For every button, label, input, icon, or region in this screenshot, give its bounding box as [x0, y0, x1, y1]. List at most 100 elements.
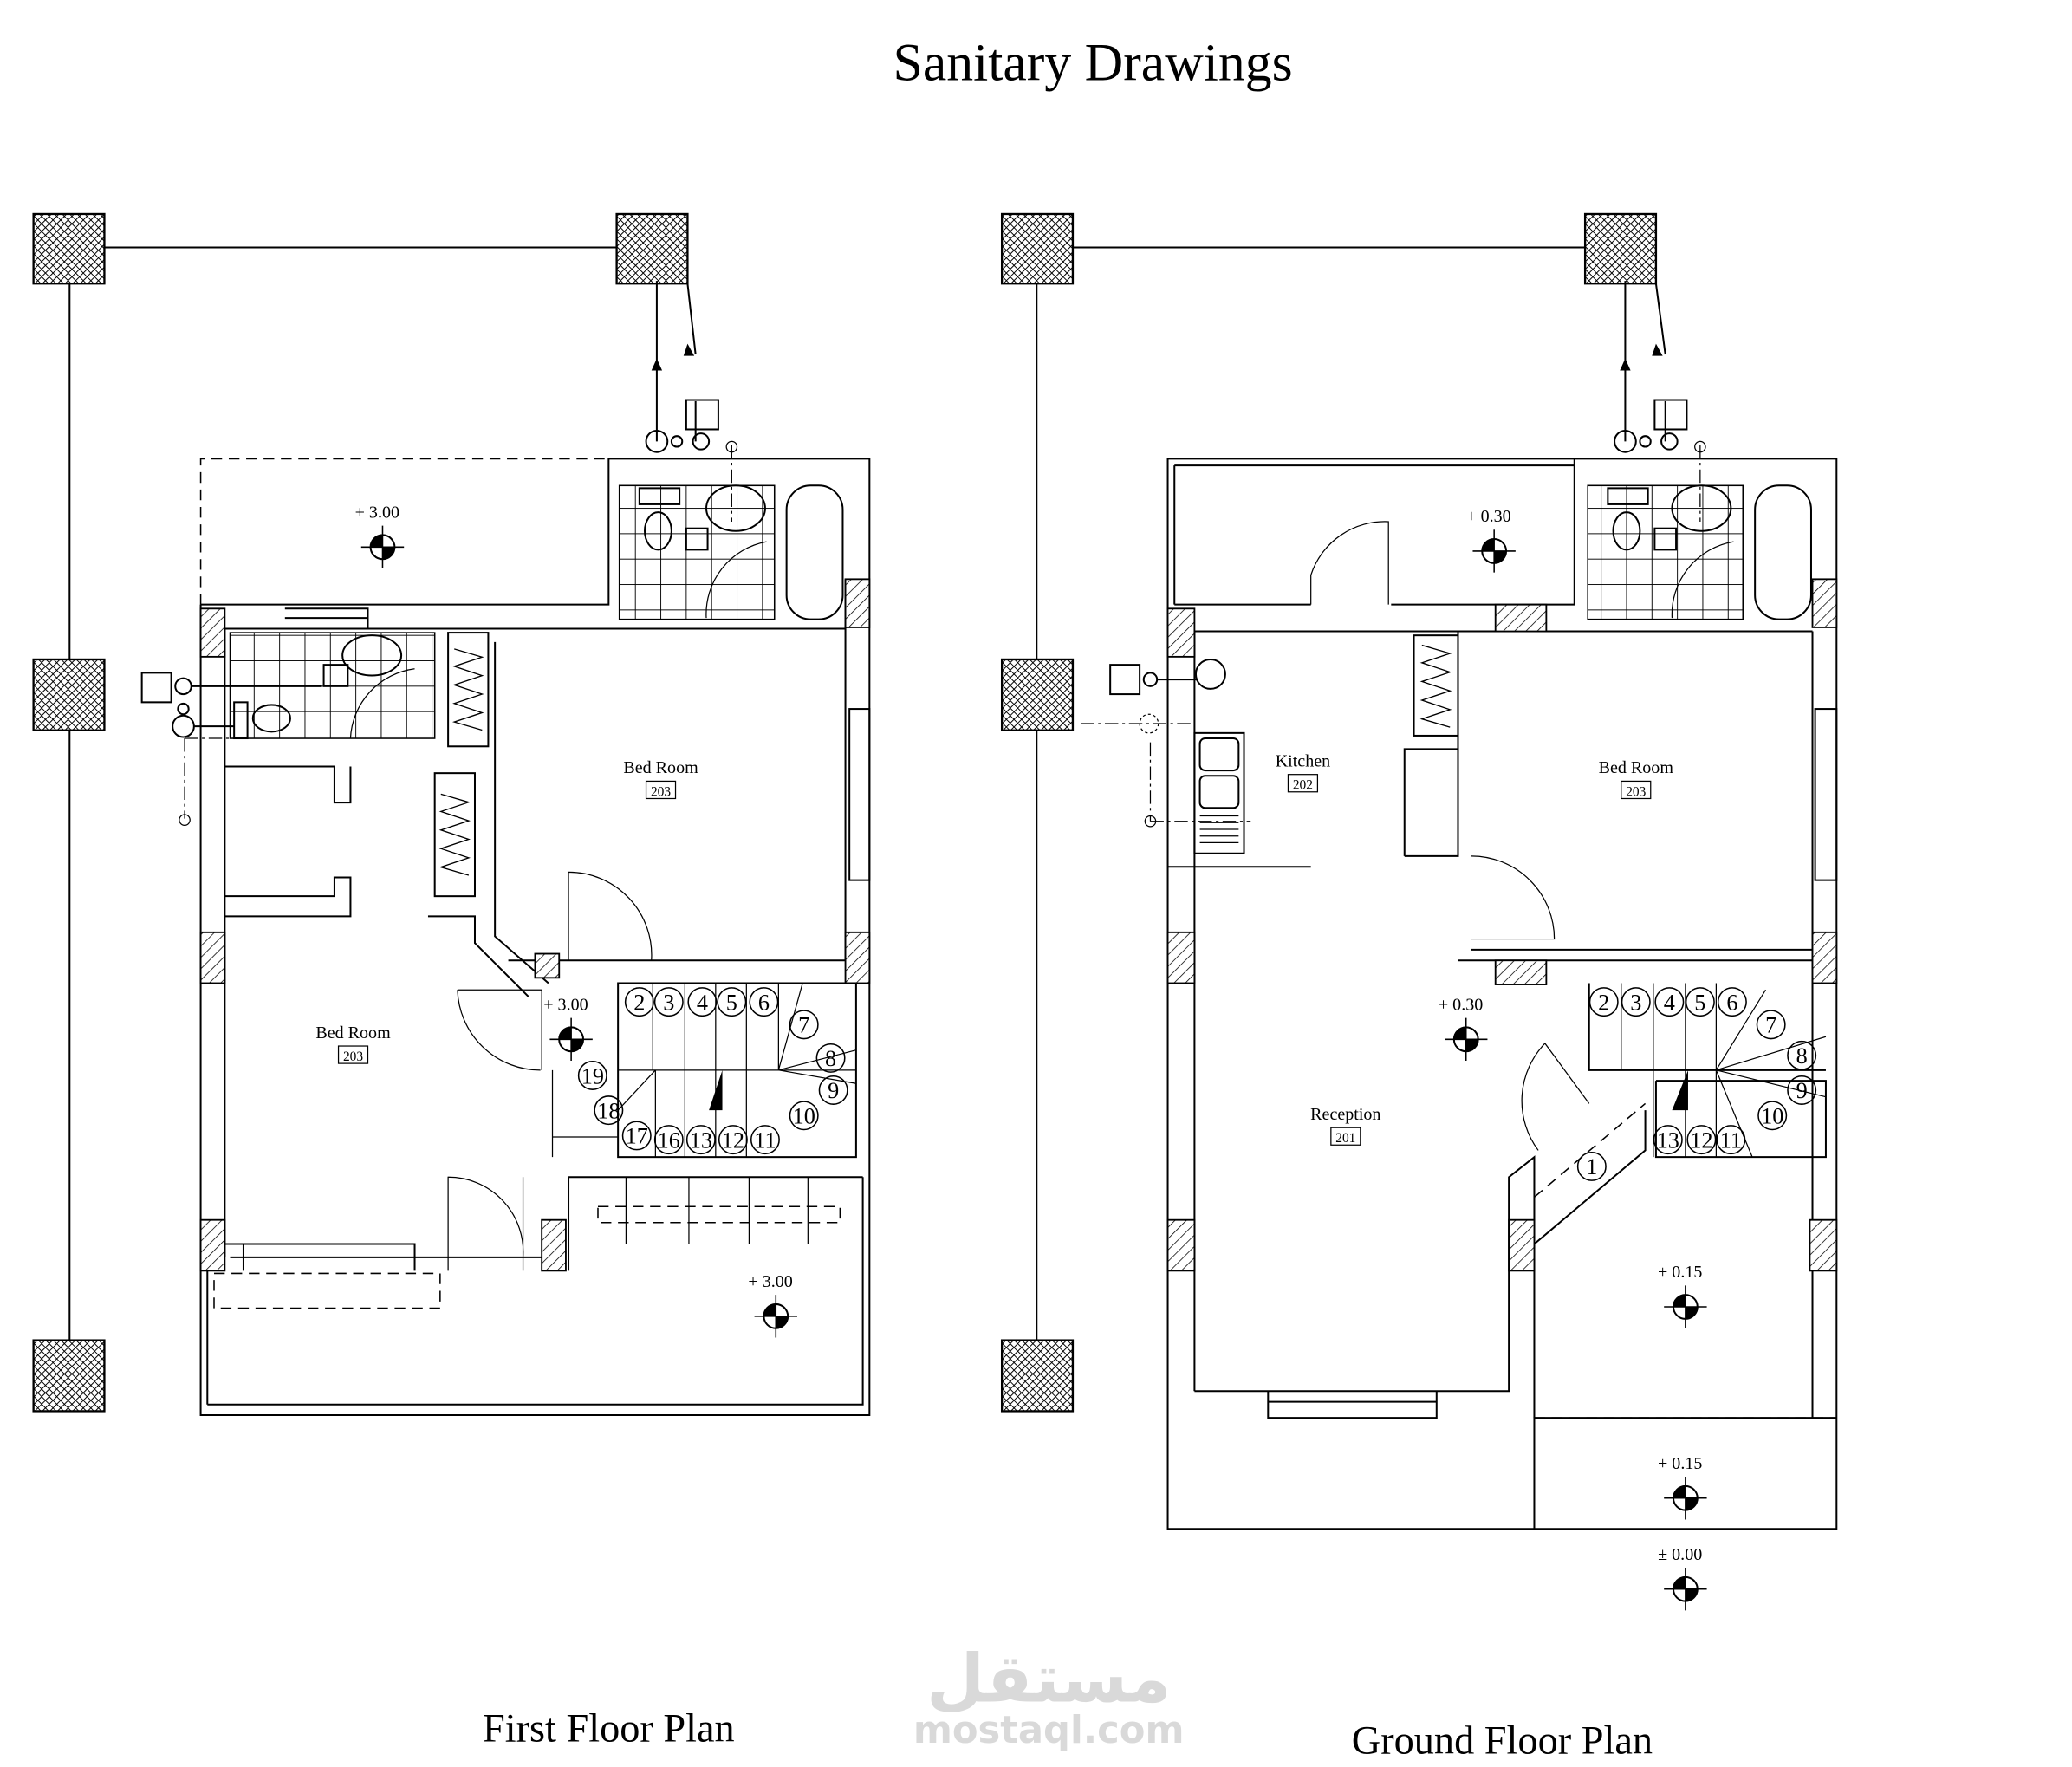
stair-step-number: 8: [1796, 1043, 1808, 1069]
room-name: Bed Room: [623, 758, 698, 777]
plumbing: [140, 281, 738, 826]
stair-step-marker: [1621, 987, 1651, 1017]
level-marker-icon: [1472, 529, 1516, 573]
watermark-arabic: مستقل: [926, 1640, 1171, 1718]
stair-step-number: 16: [658, 1127, 680, 1153]
stair-step-number: 13: [1657, 1127, 1679, 1153]
stair-step-number: 3: [663, 990, 674, 1015]
room-number: 201: [1335, 1131, 1355, 1146]
stair-step-marker: [1716, 1125, 1746, 1155]
stair-step-marker: [687, 987, 718, 1017]
washbasin: [705, 484, 766, 532]
bathroom: [1587, 484, 1812, 620]
stair-step-number: 11: [1720, 1127, 1742, 1153]
stair-step-number: 4: [1664, 990, 1675, 1015]
stair-step-number: 6: [1726, 990, 1737, 1015]
stair-step-number: 7: [1765, 1013, 1776, 1038]
stair-step-marker: [789, 1101, 819, 1131]
stair-step-marker: [1576, 1151, 1607, 1181]
stair-step-number: 5: [1694, 990, 1705, 1015]
stair-step-marker: [1717, 987, 1747, 1017]
walls: [199, 458, 871, 1417]
stair-step-marker: [1588, 987, 1619, 1017]
stair-step-number: 17: [626, 1124, 648, 1149]
stair-step-number: 9: [1796, 1078, 1808, 1103]
level-marker-icon: [549, 1017, 593, 1062]
stair-step-number: 6: [758, 990, 770, 1015]
stair-step-marker: [1757, 1101, 1788, 1131]
stair-step-marker: [717, 987, 747, 1017]
stair-step-marker: [594, 1095, 624, 1126]
room-number: 203: [1626, 784, 1646, 799]
stair-step-marker: [818, 1075, 848, 1105]
plumbing: [1081, 281, 1706, 828]
sheet-title: Sanitary Drawings: [893, 34, 1292, 93]
stair-step-marker: [1787, 1040, 1817, 1070]
stair-step-marker: [1686, 1125, 1717, 1155]
stair-step-marker: [685, 1125, 716, 1155]
level-label: + 0.15: [1658, 1454, 1702, 1473]
stair-step-marker: [1756, 1010, 1786, 1040]
column: [1000, 1339, 1075, 1413]
room-name: Reception: [1310, 1105, 1380, 1124]
structural-grid: [32, 212, 689, 1413]
column: [32, 1339, 106, 1413]
stair-step-marker: [653, 1125, 684, 1155]
stair-step-number: 4: [697, 990, 708, 1015]
stair-step-marker: [624, 987, 654, 1017]
stair-step-marker: [750, 1125, 780, 1155]
stair-step-marker: [1787, 1075, 1817, 1105]
stair-step-marker: [749, 987, 779, 1017]
wardrobes: [433, 632, 490, 898]
level-label: + 0.30: [1466, 507, 1510, 526]
stair-step-number: 8: [825, 1046, 836, 1071]
room-number: 203: [651, 784, 671, 799]
level-label: + 0.30: [1439, 995, 1483, 1014]
room-number-box: [1621, 780, 1652, 800]
room-name: Bed Room: [315, 1023, 391, 1043]
ground-floor-caption: Ground Floor Plan: [1352, 1719, 1653, 1764]
stair-step-number: 10: [1761, 1104, 1783, 1129]
column: [32, 658, 106, 731]
stair-step-number: 12: [1690, 1127, 1712, 1153]
stair-step-number: 11: [754, 1127, 776, 1153]
room-name: Bed Room: [1599, 758, 1674, 777]
room-number-box: [1330, 1127, 1361, 1146]
stair-step-number: 13: [690, 1127, 712, 1153]
column: [1000, 658, 1075, 731]
stair-step-number: 19: [581, 1063, 604, 1088]
level-marker-icon: [360, 525, 405, 568]
stair-step-number: 18: [597, 1098, 620, 1123]
room-number: 203: [343, 1049, 363, 1064]
stair-step-marker: [1653, 1125, 1683, 1155]
stair-step-marker: [577, 1061, 607, 1090]
stair-step-marker: [621, 1121, 652, 1151]
level-marker-icon: [1664, 1568, 1707, 1611]
level-label: + 0.15: [1658, 1263, 1702, 1282]
level-label: + 3.00: [355, 503, 399, 522]
stair-step-number: 3: [1630, 990, 1641, 1015]
level-label: + 3.00: [543, 995, 588, 1014]
toilet: [644, 511, 672, 551]
room-name: Kitchen: [1276, 751, 1330, 770]
column: [615, 212, 689, 285]
watermark-latin: mostaql.com: [913, 1709, 1185, 1752]
level-marker-icon: [1664, 1285, 1707, 1328]
structural-grid: [1000, 212, 1658, 1413]
stair-step-number: 2: [1598, 990, 1609, 1015]
stair-step-number: 2: [633, 990, 645, 1015]
room-number-box: [1287, 774, 1319, 793]
stair-step-number: 12: [722, 1127, 744, 1153]
column: [1583, 212, 1658, 285]
room-number-box: [337, 1045, 369, 1064]
stair-step-number: 5: [726, 990, 737, 1015]
first-floor-caption: First Floor Plan: [483, 1707, 735, 1751]
stair-step-marker: [653, 987, 684, 1017]
stair-step-marker: [718, 1125, 748, 1155]
level-marker-icon: [754, 1295, 797, 1338]
stair-step-number: 9: [828, 1078, 839, 1103]
room-number: 202: [1293, 778, 1313, 793]
